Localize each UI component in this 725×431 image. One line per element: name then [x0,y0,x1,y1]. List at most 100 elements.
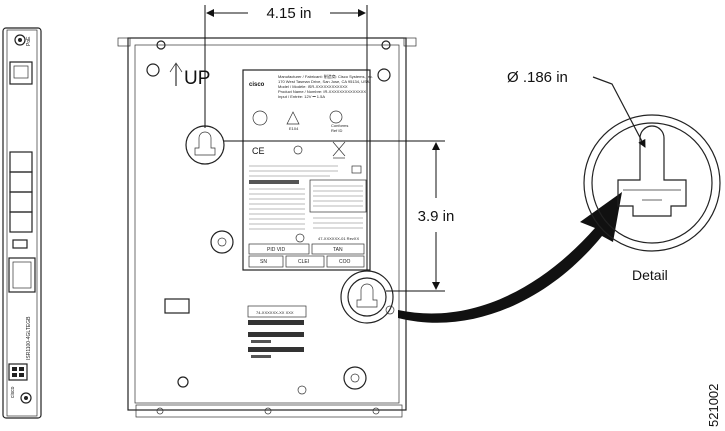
part-number-sticker [247,305,307,318]
flange-screw-3 [372,407,380,415]
pid-vid-box [248,243,310,255]
foot-center-left-core-icon [217,237,227,247]
sn-box [248,255,284,268]
label-pid-vid: PID VID [267,247,285,253]
barcode-5 [251,355,271,358]
label-brand-logo: cisco [249,82,265,88]
keyhole-right-icon [356,283,378,308]
ethernet-port-top-jack [13,65,29,79]
cert-triangle-icon [286,111,300,125]
dim-horizontal-label: 4.15 in [266,5,311,22]
up-arrow-icon [169,62,183,73]
side-view-inner-edge [6,29,38,417]
barcode-2 [248,332,304,337]
usb-port [12,239,28,249]
ethernet-port-4 [9,211,33,233]
bottom-view-device: UP cisco Manufacturer / Fabricant: 制造商: … [117,37,417,418]
label-warning-text-left [249,165,338,230]
dimension-horizontal: 4.15 in [204,5,368,270]
ul-cert-mark-icon [252,110,268,126]
keyhole-right-outer-ring [340,270,394,324]
power-pin-1 [12,367,17,371]
barcode-4 [248,347,304,352]
part-number-stickers: 74-XXXXXX-XX XXX [247,305,307,358]
ce-mark-icon: CE [252,146,265,156]
ethernet-port-group [9,151,33,233]
label-clei: CLEI [298,259,309,265]
sfp-slot-inner [12,261,32,289]
label-cert-2: Conforms [331,123,348,128]
small-sticker [164,298,190,314]
side-view-top-text: PoE [26,36,32,46]
detail-inner-circle [591,122,713,244]
ethernet-port-top [9,61,33,85]
power-pin-2 [19,367,24,371]
diameter-label: Ø .186 in [507,69,568,86]
keyhole-left-icon [194,131,216,156]
screw-top-left-icon [156,40,166,50]
label-coo: COO [339,259,351,265]
dimension-vertical: 3.9 in [224,140,455,292]
warning-box-right [309,179,367,213]
callout-arrow-icon [398,192,622,323]
label-manufacturer: Manufacturer / Fabricant: 制造商: Cisco Sys… [278,73,373,79]
barcode-1 [248,320,304,325]
screw-bottom-center-icon [297,385,307,395]
rohs-mark-icon [293,145,303,155]
foot-bottom-right-icon [343,366,367,390]
ethernet-port-1 [9,151,33,173]
keyhole-slot-right [340,270,394,324]
foot-bottom-right-core-icon [350,373,360,383]
side-view-model-text: ISR1100-4GLTEGB [26,316,32,360]
coo-box [326,255,365,268]
keyhole-right-boss [347,277,387,317]
flange-screw-1 [156,407,164,415]
screw-center-icon [295,233,305,243]
label-version: 47-XXXXXX-01 RevXX [318,236,359,241]
screw-top-right-icon [381,40,391,50]
power-pin-4 [19,373,24,377]
power-pin-3 [12,373,17,377]
side-view-brand-text: cisco [10,386,16,398]
flange-screw-2 [264,407,272,415]
antenna-connector-icon [14,34,26,46]
screw-right-icon [385,305,395,315]
product-label-border [242,69,371,271]
ethernet-port-3 [9,191,33,213]
flange-tab-top-left [117,37,131,47]
label-cert-3: Ref ID [331,128,342,133]
flange-tab-top-right [403,37,417,47]
label-part-number: 74-XXXXXX-XX XXX [256,310,294,315]
screw-bottom-left-icon [177,376,189,388]
detail-view: Ø .186 in Detail [507,69,721,283]
label-sn: SN [260,259,267,265]
antenna-connector-core-icon [18,38,22,42]
figure-id: 521002 [706,384,721,427]
clei-box [285,255,325,268]
sfp-slot [8,257,36,293]
ground-connector-icon [20,392,32,404]
diameter-leader-line [592,76,646,148]
flange-bottom [135,404,403,418]
warning-barcode-1 [249,180,299,184]
dim-vertical-label: 3.9 in [418,208,455,225]
ethernet-port-2 [9,171,33,193]
foot-right-icon [377,68,391,82]
device-inner-frame [134,44,400,404]
product-label: cisco Manufacturer / Fabricant: 制造商: Cis… [242,69,373,271]
label-tan: TAN [333,247,343,253]
detail-outer-circle [583,114,721,252]
weee-bin-icon [332,141,346,157]
tan-box [311,243,365,255]
label-address: 170 West Tasman Drive, San Jose, CA 9513… [278,79,370,84]
detail-label: Detail [632,267,668,283]
foot-left-icon [146,63,160,77]
ground-connector-core-icon [24,396,28,400]
detail-keyhole-icon [617,125,687,217]
label-warning-text-right [309,179,367,229]
compliance-mark-icon [329,110,343,124]
keyhole-slot-left [185,125,225,165]
device-outer-frame [127,37,407,411]
hd-mark-icon [351,165,362,174]
